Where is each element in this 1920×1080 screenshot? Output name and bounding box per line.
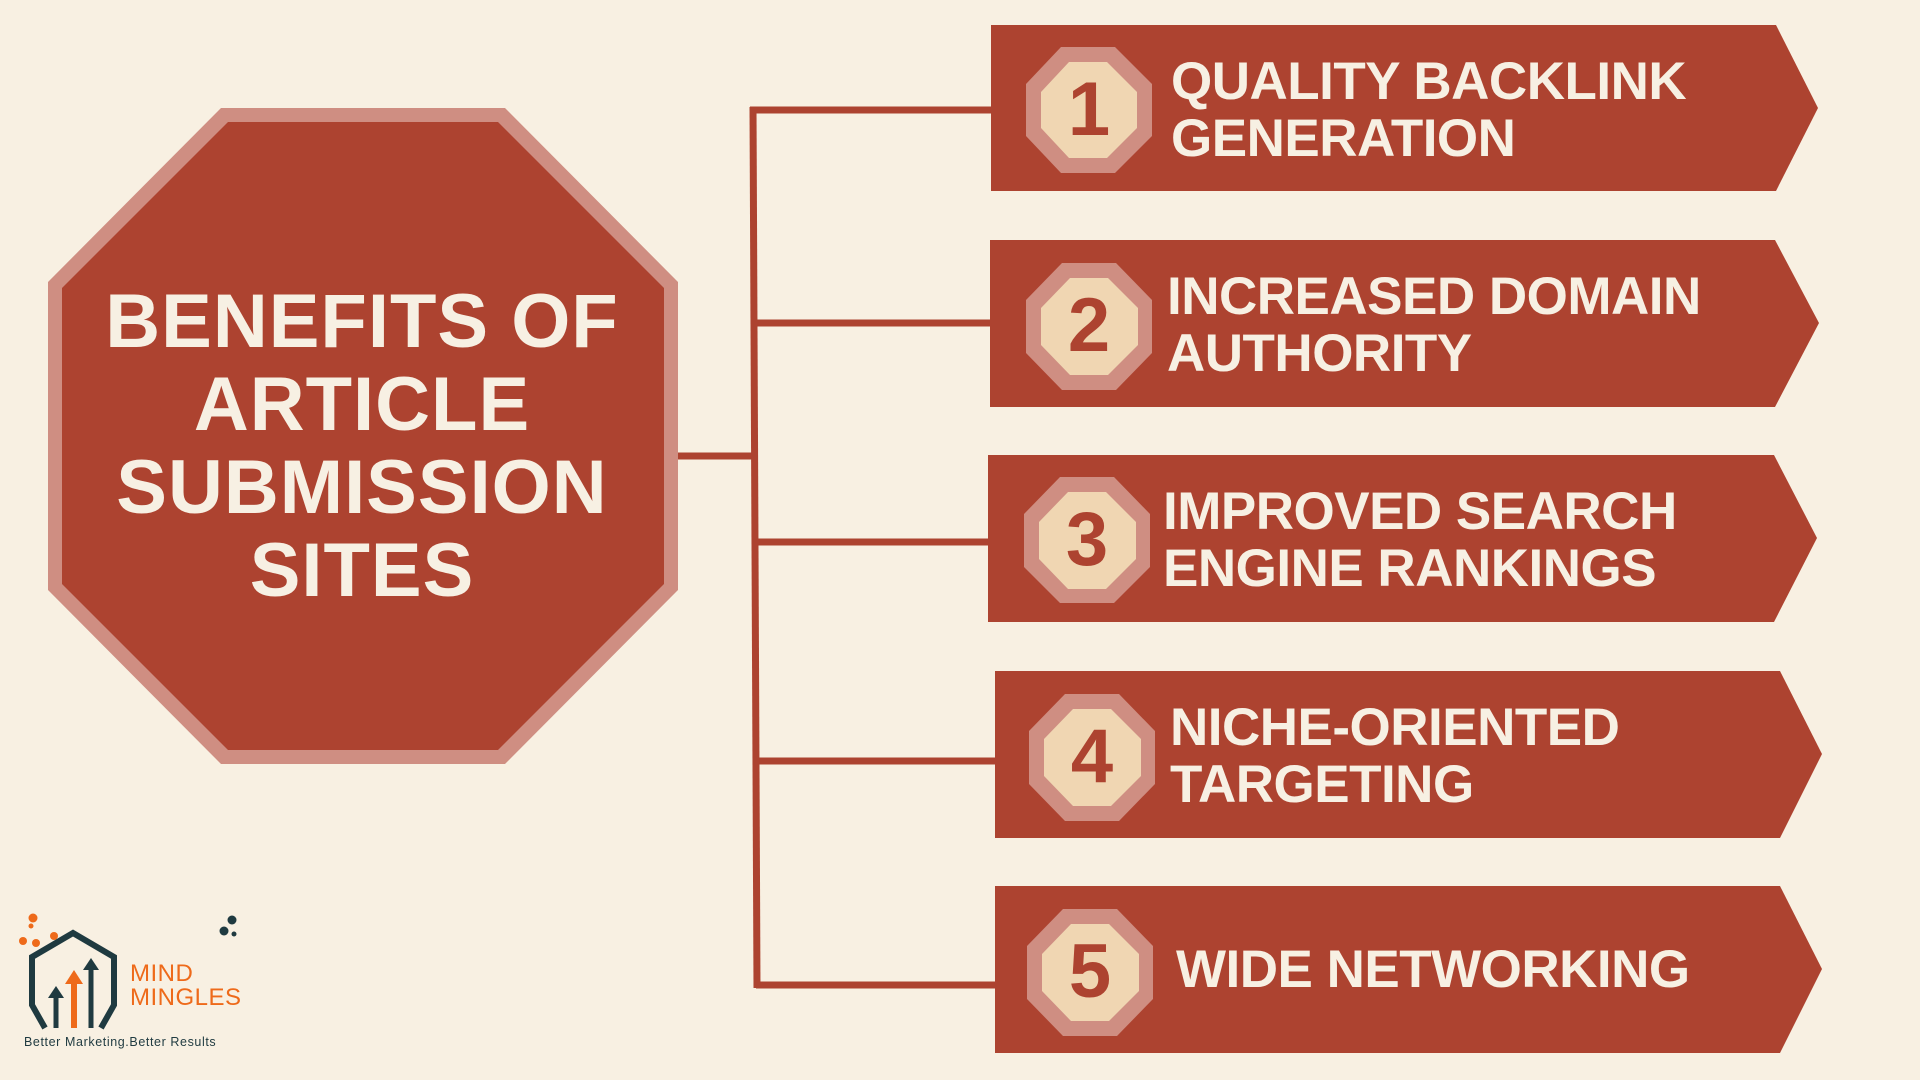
benefit-label-line: ENGINE RANKINGS	[1163, 539, 1657, 598]
benefit-label-4: NICHE-ORIENTED TARGETING	[1170, 698, 1620, 814]
page-title: BENEFITS OF ARTICLE SUBMISSION SITES	[62, 280, 662, 612]
benefit-label-line: QUALITY BACKLINK	[1171, 52, 1687, 111]
benefit-label-line: INCREASED DOMAIN	[1167, 267, 1701, 326]
benefit-label-line: GENERATION	[1171, 109, 1516, 168]
banner-arrow-shape	[990, 240, 1819, 407]
brand-name-line-2: MINGLES	[130, 984, 242, 1011]
benefit-label-line: TARGETING	[1170, 755, 1474, 814]
benefit-number-1: 1	[1067, 67, 1111, 152]
brand-name-line-1: MIND	[130, 960, 194, 987]
title-line-2: ARTICLE	[193, 362, 531, 447]
benefit-banner-4: 4 NICHE-ORIENTED TARGETING	[995, 671, 1825, 838]
benefit-banner-5: 5 WIDE NETWORKING	[995, 886, 1825, 1053]
benefit-label-1: QUALITY BACKLINK GENERATION	[1171, 52, 1687, 168]
banner-arrow-shape	[995, 671, 1822, 838]
benefit-number-4: 4	[1070, 714, 1114, 799]
banner-arrow-shape	[991, 25, 1818, 191]
benefit-banner-3: 3 IMPROVED SEARCH ENGINE RANKINGS	[988, 455, 1818, 622]
benefit-number-2: 2	[1067, 283, 1111, 368]
benefit-label-line: AUTHORITY	[1167, 324, 1472, 383]
benefit-label-line: NICHE-ORIENTED	[1170, 698, 1620, 757]
benefit-number-5: 5	[1068, 929, 1112, 1014]
title-line-3: SUBMISSION	[116, 445, 608, 530]
benefit-banner-2: 2 INCREASED DOMAIN AUTHORITY	[990, 240, 1820, 407]
benefit-label-5: WIDE NETWORKING	[1176, 941, 1690, 998]
benefit-label-line: WIDE NETWORKING	[1176, 940, 1690, 999]
brand-tagline: Better Marketing.Better Results	[24, 1035, 217, 1049]
banner-arrow-shape	[995, 886, 1822, 1053]
brand-logo: MIND MINGLES	[0, 900, 260, 1060]
benefit-label-2: INCREASED DOMAIN AUTHORITY	[1167, 268, 1701, 382]
banner-arrow-shape	[988, 455, 1817, 622]
trunk-line	[749, 106, 761, 989]
house-growth-arrows-icon	[19, 913, 237, 1030]
title-line-4: SITES	[249, 528, 475, 613]
title-line-1: BENEFITS OF	[105, 279, 619, 364]
benefit-label-line: IMPROVED SEARCH	[1163, 482, 1677, 541]
benefit-label-3: IMPROVED SEARCH ENGINE RANKINGS	[1163, 483, 1677, 597]
benefit-banner-1: 1 QUALITY BACKLINK GENERATION	[991, 25, 1821, 192]
benefit-number-3: 3	[1065, 497, 1109, 582]
title-octagon	[62, 122, 664, 750]
